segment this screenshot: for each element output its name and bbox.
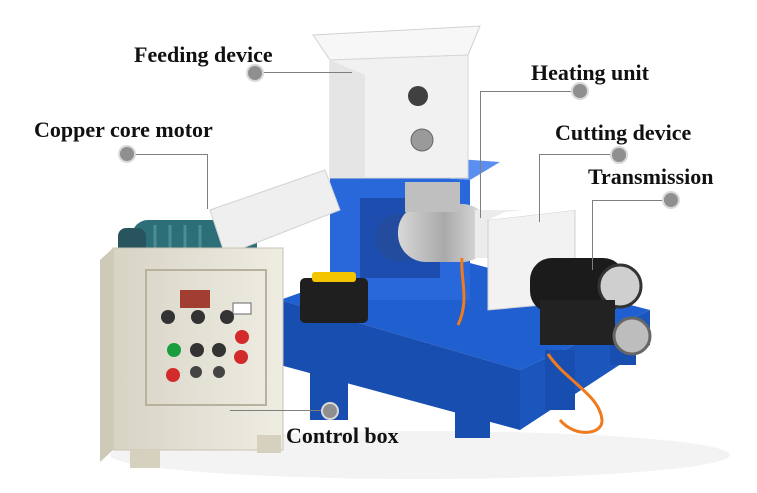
belt-guard xyxy=(209,169,341,256)
marker-transmission xyxy=(664,193,678,207)
leader-transmission xyxy=(592,200,671,201)
marker-control-box xyxy=(323,404,337,418)
leader-cutting-device-drop xyxy=(539,154,540,222)
label-transmission: Transmission xyxy=(588,164,714,189)
transmission-motor xyxy=(530,258,652,356)
label-copper-core-motor: Copper core motor xyxy=(34,117,213,142)
marker-cutting-device xyxy=(612,148,626,162)
feeding-device-hopper xyxy=(312,25,481,179)
label-feeding-device: Feeding device xyxy=(134,42,273,67)
marker-copper-core-motor xyxy=(120,147,134,161)
leader-copper-core-motor-drop xyxy=(207,154,208,209)
label-control-box: Control box xyxy=(286,423,399,448)
marker-heating-unit xyxy=(573,84,587,98)
leader-control-box xyxy=(230,410,330,411)
leader-transmission-drop xyxy=(592,200,593,270)
label-heating-unit: Heating unit xyxy=(531,60,649,85)
leader-heating-unit xyxy=(480,91,580,92)
leader-copper-core-motor xyxy=(126,154,208,155)
orange-hoses xyxy=(456,257,604,434)
control-box xyxy=(100,247,284,468)
leader-feeding-device xyxy=(256,72,352,73)
tool-box xyxy=(300,272,368,323)
label-cutting-device: Cutting device xyxy=(555,120,692,145)
leader-heating-unit-drop xyxy=(480,91,481,218)
leader-cutting-device xyxy=(539,154,619,155)
marker-feeding-device xyxy=(248,66,262,80)
